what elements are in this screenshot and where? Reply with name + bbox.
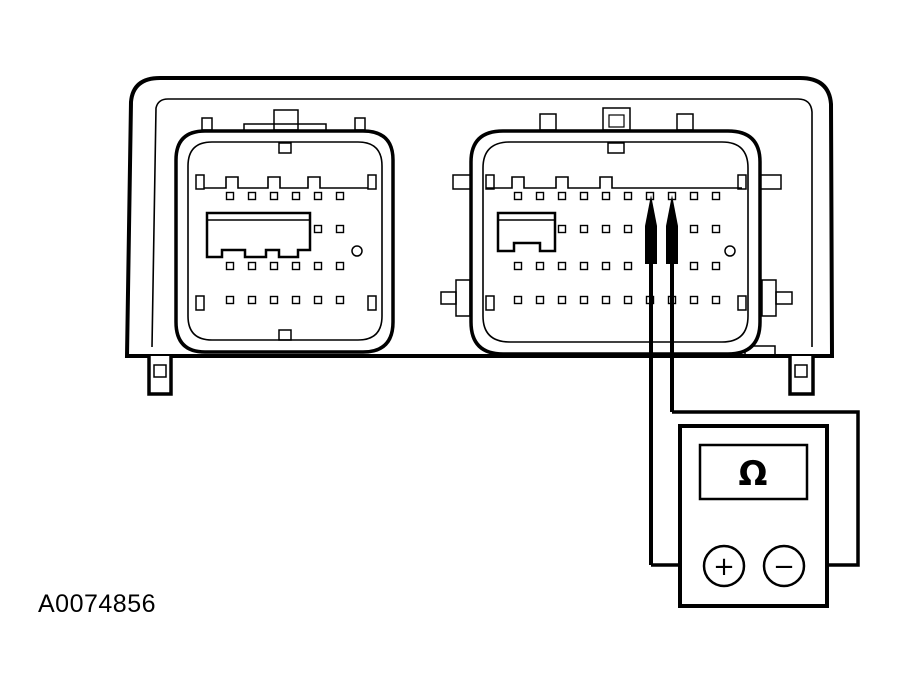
pin-cavity [269,261,279,271]
pin-cavity [557,224,567,234]
pin-cavity [291,295,301,305]
pin-cavity [623,224,633,234]
pin-cavity [513,261,523,271]
pin-cavity [645,191,655,201]
pin-cavity [335,261,345,271]
pin-cavity [689,224,699,234]
pin-cavity [623,261,633,271]
pin-cavity [601,191,611,201]
pin-cavity [579,295,589,305]
pin-cavity [313,224,323,234]
pin-cavity [269,295,279,305]
pin-cavity [335,224,345,234]
pin-cavity [269,191,279,201]
pin-cavity [557,261,567,271]
negative-terminal [762,544,806,588]
pin-cavity [601,224,611,234]
pin-cavity [689,295,699,305]
figure-id-label: A0074856 [38,590,157,618]
pin-cavity [535,261,545,271]
pin-cavity [513,191,523,201]
pin-cavity [557,191,567,201]
pin-cavity [689,191,699,201]
pin-cavity [225,191,235,201]
pin-cavity [335,295,345,305]
pin-cavity [291,191,301,201]
pin-cavity [313,191,323,201]
pin-cavity [557,295,567,305]
pin-cavity [313,261,323,271]
pin-cavity [601,295,611,305]
pin-cavity [689,261,699,271]
test-probe-negative [666,195,678,412]
positive-terminal [702,544,746,588]
pin-cavity [623,191,633,201]
pin-cavity [711,295,721,305]
pin-cavity [225,261,235,271]
pin-cavity [513,295,523,305]
test-probe-positive [645,195,657,565]
pin-cavity [247,191,257,201]
ohmmeter: Ω + − [678,424,829,608]
positive-terminal-label: + [713,552,735,582]
ohm-symbol: Ω [739,454,768,494]
meter-display [698,443,809,501]
pin-cavity [535,191,545,201]
connector-left-pins [225,191,345,305]
pin-cavity [313,295,323,305]
pin-cavity [579,191,589,201]
negative-terminal-label: − [773,552,795,582]
connector-right-pins [513,191,721,305]
pin-cavity [711,224,721,234]
pin-cavity [247,295,257,305]
pin-cavity [579,261,589,271]
pin-cavity [711,261,721,271]
pin-cavity [225,295,235,305]
pin-cavity [601,261,611,271]
pin-cavity [623,295,633,305]
pin-cavity [579,224,589,234]
pin-cavity [335,191,345,201]
pin-cavity [711,191,721,201]
connector-right [440,107,793,356]
pin-cavity [247,261,257,271]
pin-cavity [535,295,545,305]
connector-left [174,109,395,354]
pin-cavity [291,261,301,271]
